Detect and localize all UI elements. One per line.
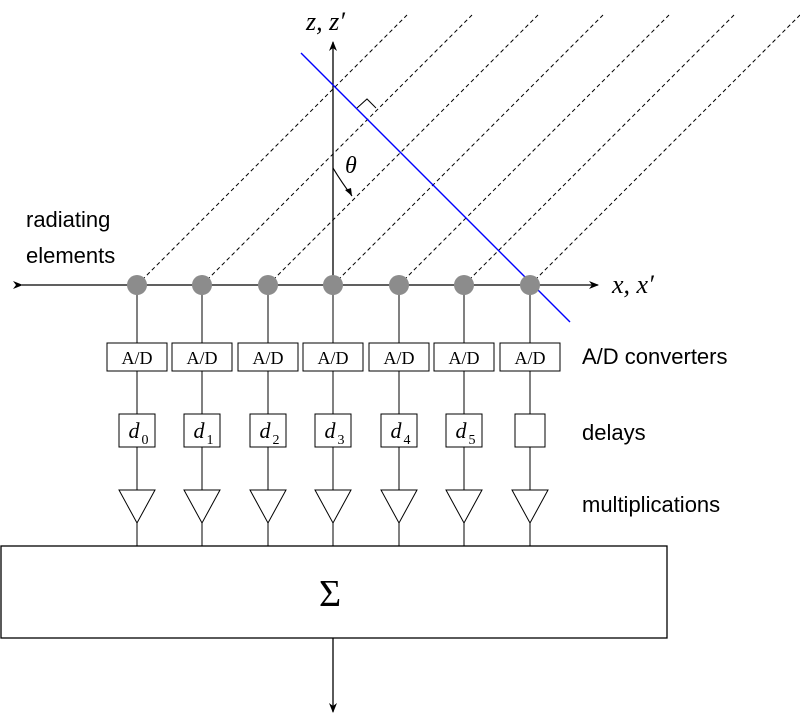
ad-converter-label: A/D bbox=[384, 348, 415, 368]
radiating-element bbox=[258, 275, 278, 295]
summation-block bbox=[0, 545, 668, 639]
delay-box bbox=[445, 413, 483, 448]
radiating-element bbox=[520, 275, 540, 295]
ad-converter-label: A/D bbox=[187, 348, 218, 368]
ad-converter-box bbox=[499, 342, 561, 372]
incoming-ray bbox=[201, 14, 473, 286]
delay-box bbox=[183, 413, 221, 448]
delay-box bbox=[118, 413, 156, 448]
radiating-element bbox=[127, 275, 147, 295]
delay-label: d bbox=[260, 418, 272, 443]
incoming-rays bbox=[136, 14, 800, 286]
ad-converter-box bbox=[302, 342, 364, 372]
multiplier-triangle bbox=[380, 489, 418, 525]
delay-subscript: 3 bbox=[338, 433, 345, 448]
ad-converter-label: A/D bbox=[515, 348, 546, 368]
multiplier-triangle bbox=[249, 489, 287, 525]
multiplier-triangle bbox=[118, 489, 156, 525]
ad-converter-box bbox=[433, 342, 495, 372]
incoming-ray bbox=[267, 14, 539, 286]
delay-label: d bbox=[194, 418, 206, 443]
radiating-element bbox=[454, 275, 474, 295]
incoming-ray bbox=[529, 14, 800, 286]
ad-converter-label: A/D bbox=[318, 348, 349, 368]
ad-converter-box bbox=[368, 342, 430, 372]
incoming-ray bbox=[136, 14, 408, 286]
right-angle-marker bbox=[356, 98, 377, 109]
delay-box bbox=[249, 413, 287, 448]
delay-label: d bbox=[129, 418, 141, 443]
elements-label: elements bbox=[26, 243, 115, 268]
delay-subscript: 1 bbox=[207, 433, 214, 448]
vertical-axis-label: z, z′ bbox=[305, 7, 345, 36]
horizontal-axis-label: x, x′ bbox=[611, 270, 654, 299]
delay-subscript: 0 bbox=[142, 433, 149, 448]
delay-label: d bbox=[325, 418, 337, 443]
incoming-ray bbox=[398, 14, 670, 286]
theta-label: θ bbox=[345, 153, 357, 179]
radiating-label: radiating bbox=[26, 207, 110, 232]
multiplier-triangle bbox=[183, 489, 221, 525]
ad-converter-label: A/D bbox=[449, 348, 480, 368]
angle-arrowhead bbox=[345, 188, 352, 196]
delay-label: d bbox=[391, 418, 403, 443]
delay-label: d bbox=[456, 418, 468, 443]
delay-subscript: 4 bbox=[404, 433, 411, 448]
delay-subscript: 5 bbox=[469, 433, 476, 448]
delays-label: delays bbox=[582, 420, 646, 445]
multiplier-triangle bbox=[314, 489, 352, 525]
multiplier-triangle bbox=[445, 489, 483, 525]
radiating-element bbox=[192, 275, 212, 295]
radiating-element bbox=[323, 275, 343, 295]
ad-converters-label: A/D converters bbox=[582, 344, 728, 369]
delay-box bbox=[514, 413, 546, 448]
multiplier-triangle bbox=[511, 489, 549, 525]
ad-converter-box bbox=[106, 342, 168, 372]
delay-box bbox=[314, 413, 352, 448]
ad-converter-label: A/D bbox=[253, 348, 284, 368]
radiating-element bbox=[389, 275, 409, 295]
ad-converter-box bbox=[237, 342, 299, 372]
multiplications-label: multiplications bbox=[582, 492, 720, 517]
channel-6: A/D bbox=[499, 275, 561, 546]
incoming-ray bbox=[332, 14, 604, 286]
delay-subscript: 2 bbox=[273, 433, 280, 448]
ad-converter-label: A/D bbox=[122, 348, 153, 368]
sum-symbol: Σ bbox=[319, 573, 341, 615]
delay-box bbox=[380, 413, 418, 448]
ad-converter-box bbox=[171, 342, 233, 372]
incoming-ray bbox=[463, 14, 735, 286]
